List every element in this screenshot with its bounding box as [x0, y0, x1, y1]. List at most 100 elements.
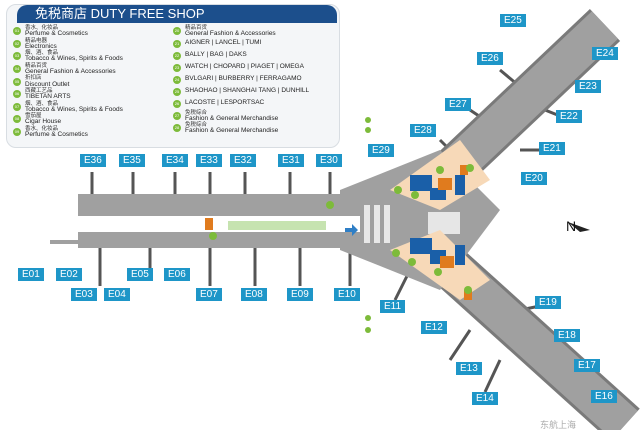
legend-zh: 西藏工艺品: [25, 87, 53, 94]
legend-zh: 免税综合: [185, 122, 208, 129]
terminal-building: [50, 9, 640, 430]
legend-en: WATCH | CHOPARD | PIAGET | OMEGA: [185, 63, 304, 71]
gate-label-e23: E23: [575, 80, 601, 93]
legend-en: Tobacco & Wines, Spirits & Foods: [25, 105, 123, 113]
legend-en: BVLGARI | BURBERRY | FERRAGAMO: [185, 75, 302, 83]
legend-text: AIGNER | LANCEL | TUMI: [185, 39, 262, 47]
legend-zh: 烟、酒、食品: [25, 50, 59, 57]
gate-label-e06: E06: [164, 268, 190, 281]
gate-label-e36: E36: [80, 154, 106, 167]
legend-en: Tobacco & Wines, Spirits & Foods: [25, 55, 123, 63]
legend-en: Fashion & General Merchandise: [185, 114, 279, 122]
shop-number-icon: 23: [173, 63, 181, 72]
shop-number-icon: 05: [13, 77, 21, 86]
gate-label-e21: E21: [539, 142, 565, 155]
gate-label-e33: E33: [196, 154, 222, 167]
gate-label-e30: E30: [316, 154, 342, 167]
gate-label-e03: E03: [71, 288, 97, 301]
gate-label-e13: E13: [456, 362, 482, 375]
gate-label-e09: E09: [287, 288, 313, 301]
shop-number-icon: 04: [13, 65, 21, 74]
shop-number-icon: 25: [173, 87, 181, 96]
legend-text: BVLGARI | BURBERRY | FERRAGAMO: [185, 75, 302, 83]
legend-en: TIBETAN ARTS: [25, 93, 71, 101]
legend-en: Perfume & Cosmetics: [25, 30, 88, 38]
legend-zh: 免税综合: [185, 109, 208, 116]
gate-label-e25: E25: [500, 14, 526, 27]
gate-label-e12: E12: [421, 321, 447, 334]
legend-en: AIGNER | LANCEL | TUMI: [185, 39, 262, 47]
gate-label-e07: E07: [196, 288, 222, 301]
compass-arrow-icon: [568, 222, 590, 232]
legend-en: Cigar House: [25, 118, 62, 126]
gate-label-e35: E35: [119, 154, 145, 167]
gate-label-e17: E17: [574, 359, 600, 372]
legend-zh: 精品电器: [25, 37, 48, 44]
gate-label-e18: E18: [554, 329, 580, 342]
shop-number-icon: 07: [13, 102, 21, 111]
gate-label-e11: E11: [380, 300, 406, 313]
shop-number-icon: 28: [173, 124, 181, 133]
compass-north: N: [566, 218, 577, 234]
legend-item: 25 SHAOHAO | SHANGHAI TANG | DUNHILL: [173, 86, 338, 98]
legend-title: 免税商店 DUTY FREE SHOP: [17, 5, 337, 23]
shop-number-icon: 08: [13, 115, 21, 124]
legend-zh: 香水、化妆品: [25, 25, 59, 31]
legend-text: WATCH | CHOPARD | PIAGET | OMEGA: [185, 63, 304, 71]
legend-en: Electronics: [25, 42, 57, 50]
legend-en: Discount Outlet: [25, 80, 70, 88]
gate-label-e31: E31: [278, 154, 304, 167]
gate-label-e32: E32: [230, 154, 256, 167]
gate-label-e28: E28: [410, 124, 436, 137]
legend-item: 23 WATCH | CHOPARD | PIAGET | OMEGA: [173, 62, 338, 74]
shop-number-icon: 01: [13, 27, 21, 36]
gate-label-e14: E14: [472, 392, 498, 405]
legend-en: SHAOHAO | SHANGHAI TANG | DUNHILL: [185, 87, 310, 95]
gate-label-e02: E02: [56, 268, 82, 281]
legend-text: LACOSTE | LESPORTSAC: [185, 99, 265, 107]
legend-zh: 折扣店: [25, 75, 42, 82]
legend-en: Perfume & Cosmetics: [25, 131, 88, 139]
gate-label-e34: E34: [162, 154, 188, 167]
gate-label-e27: E27: [445, 98, 471, 111]
gate-label-e20: E20: [521, 172, 547, 185]
legend-text: SHAOHAO | SHANGHAI TANG | DUNHILL: [185, 87, 310, 95]
legend-en: LACOSTE | LESPORTSAC: [185, 99, 265, 107]
gate-label-e01: E01: [18, 268, 44, 281]
legend-zh: 雪茄屋: [25, 113, 42, 120]
shop-markers: [209, 117, 474, 333]
shop-number-icon: 26: [173, 99, 181, 108]
shop-number-icon: 03: [13, 52, 21, 61]
gate-label-e16: E16: [591, 390, 617, 403]
gate-label-e19: E19: [535, 296, 561, 309]
legend-en: General Fashion & Accessories: [185, 30, 276, 38]
legend-item: 26 LACOSTE | LESPORTSAC: [173, 98, 338, 110]
gate-label-e04: E04: [104, 288, 130, 301]
watermark: 东航上海: [540, 420, 577, 430]
legend-text: BALLY | BAG | DAKS: [185, 52, 247, 59]
